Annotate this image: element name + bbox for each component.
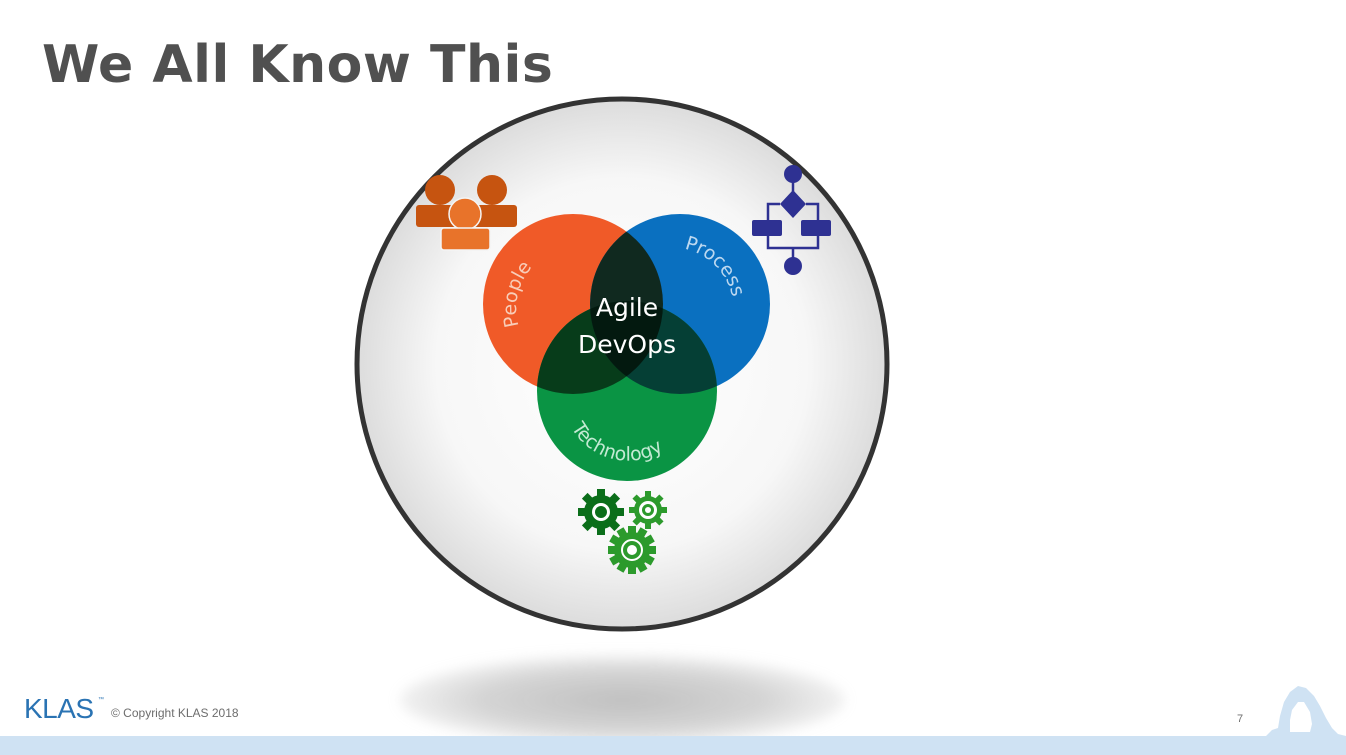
flowchart-icon xyxy=(752,165,831,275)
slide-title: We All Know This xyxy=(42,35,554,95)
gears-icon xyxy=(578,489,667,574)
page-number: 7 xyxy=(1237,713,1244,725)
klas-trademark: ™ xyxy=(98,697,104,703)
delicate-arch-icon xyxy=(1254,686,1346,755)
floor-shadow xyxy=(400,655,845,745)
center-label-agile: Agile xyxy=(596,293,658,322)
copyright-text: © Copyright KLAS 2018 xyxy=(111,706,239,720)
venn-circles xyxy=(483,214,770,481)
people-group-icon xyxy=(416,175,517,251)
klas-logo: KLAS xyxy=(24,693,94,724)
footer-band xyxy=(0,736,1346,755)
center-label-devops: DevOps xyxy=(578,330,676,359)
